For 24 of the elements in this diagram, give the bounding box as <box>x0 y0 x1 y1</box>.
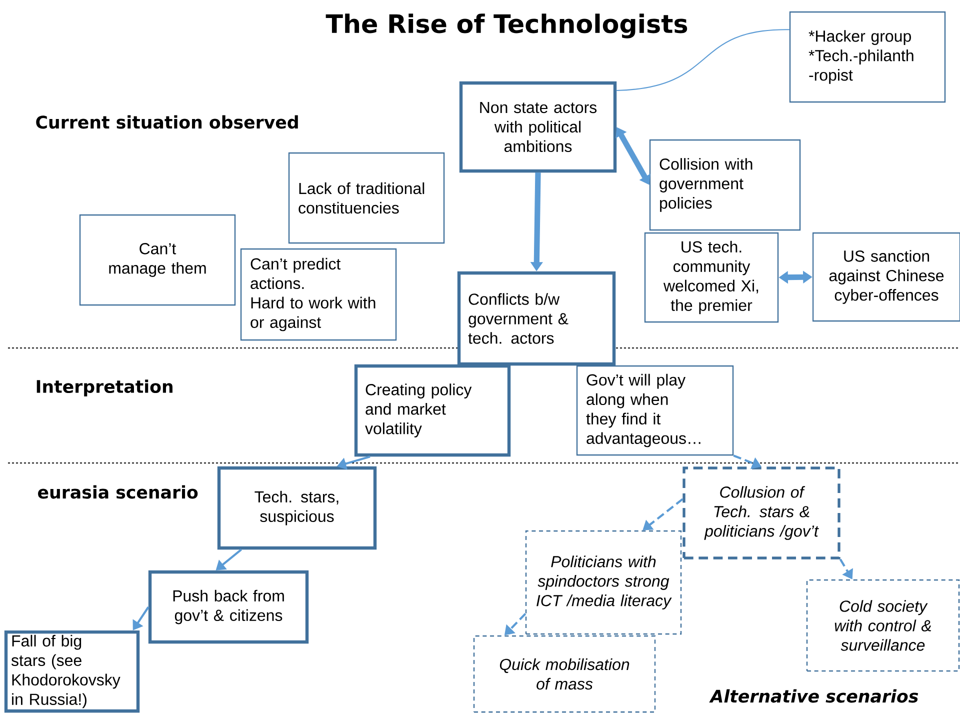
section-label: eurasia scenario <box>38 485 198 499</box>
text-box: Can’t predict actions. Hard to work with or against <box>240 248 397 341</box>
text-box: Tech. stars, suspicious <box>217 466 377 550</box>
text-box: Gov’t will play along when they find it advantageous… <box>576 365 734 456</box>
text-box: Non state actors with political ambitions <box>459 81 617 173</box>
text-box: Fall of big stars (see Khodorokovsky in Russia!) <box>4 630 140 713</box>
section-label: Current situation observed <box>36 115 298 129</box>
text-box: Creating policy and market volatility <box>354 364 511 457</box>
text-box: Cold society with control & surveillance <box>806 579 960 672</box>
text-box: Conflicts b/w government & tech. actors <box>457 271 616 366</box>
leader-line <box>616 29 790 92</box>
text-box: Collision with government policies <box>649 139 801 231</box>
text-box: US tech. community welcomed Xi, the premier <box>644 232 779 323</box>
text-box: Politicians with spindoctors strong ICT /media literacy <box>525 530 682 635</box>
text-box: US sanction against Chinese cyber-offences <box>812 232 960 322</box>
text-box: Quick mobilisation of mass <box>473 635 656 713</box>
text-box: Push back from gov’t & citizens <box>148 570 309 644</box>
section-label: Alternative scenarios <box>709 689 918 703</box>
title: The Rise of Technologists <box>326 14 688 38</box>
text-box: Collusion of Tech. stars & politicians /gov’t <box>682 466 840 560</box>
section-label: Interpretation <box>36 380 172 396</box>
text-box: Can’t manage them <box>79 214 236 306</box>
text-box: Lack of traditional constituencies <box>288 152 445 244</box>
text-box: *Hacker group *Tech.-philanth -ropist <box>789 11 946 103</box>
